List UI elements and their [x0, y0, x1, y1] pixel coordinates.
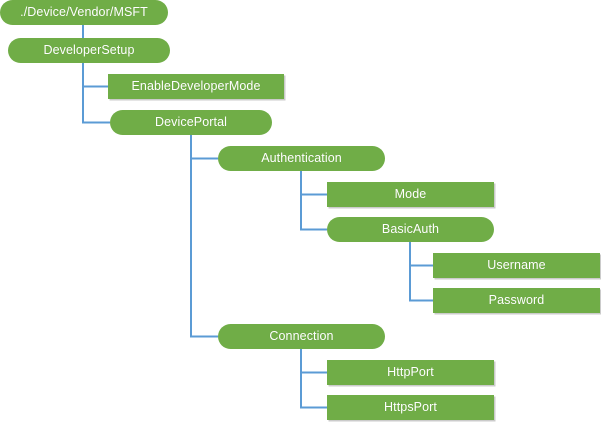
connector-developer-setup-to-enable-developer-mode [82, 63, 108, 88]
node-label: Password [488, 293, 545, 308]
node-username[interactable]: Username [433, 253, 600, 278]
node-label: Username [487, 258, 546, 273]
node-label: HttpsPort [384, 400, 437, 415]
node-label: Connection [269, 329, 334, 344]
node-label: HttpPort [387, 365, 434, 380]
node-device-portal[interactable]: DevicePortal [110, 110, 272, 135]
node-password[interactable]: Password [433, 288, 600, 313]
node-basic-auth[interactable]: BasicAuth [327, 217, 494, 242]
node-developer-setup[interactable]: DeveloperSetup [8, 38, 170, 63]
node-http-port[interactable]: HttpPort [327, 360, 494, 385]
connector-device-portal-to-authentication [190, 135, 218, 160]
node-authentication[interactable]: Authentication [218, 146, 385, 171]
node-label: Mode [394, 187, 427, 202]
node-label: Authentication [261, 151, 342, 166]
node-label: EnableDeveloperMode [131, 79, 261, 94]
node-label: DevicePortal [154, 115, 228, 130]
connector-developer-setup-to-device-portal [82, 63, 110, 124]
node-connection[interactable]: Connection [218, 324, 385, 349]
node-label: ./Device/Vendor/MSFT [20, 5, 148, 20]
connector-authentication-to-mode [300, 171, 327, 196]
connector-authentication-to-basic-auth [300, 171, 327, 231]
node-root[interactable]: ./Device/Vendor/MSFT [0, 0, 168, 25]
node-label: BasicAuth [381, 222, 440, 237]
node-label: DeveloperSetup [43, 43, 135, 58]
node-https-port[interactable]: HttpsPort [327, 395, 494, 420]
node-enable-developer-mode[interactable]: EnableDeveloperMode [108, 74, 284, 99]
node-mode[interactable]: Mode [327, 182, 494, 207]
connector-connection-to-http-port [300, 349, 327, 374]
connector-basic-auth-to-password [409, 242, 433, 302]
connector-connection-to-https-port [300, 349, 327, 409]
connector-device-portal-to-connection [190, 135, 218, 338]
connector-basic-auth-to-username [409, 242, 433, 267]
